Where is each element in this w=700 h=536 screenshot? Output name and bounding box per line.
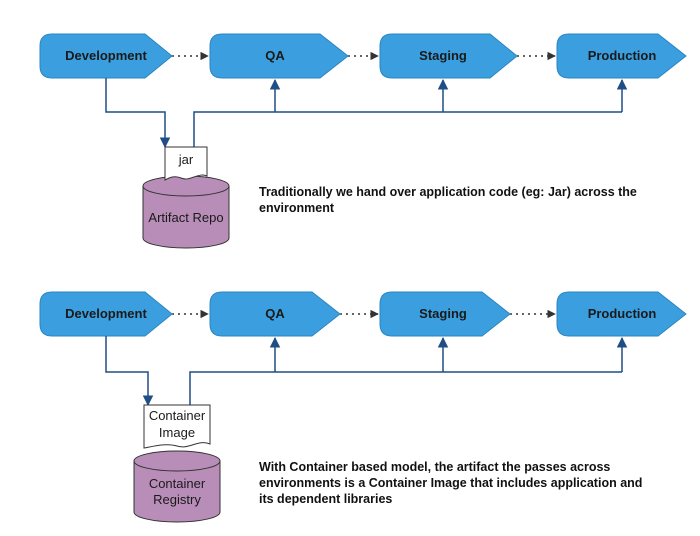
jar-document: jar: [164, 146, 208, 181]
stage-production: Production: [556, 33, 687, 79]
store-label: Artifact Repo: [148, 210, 223, 225]
stage-label: Development: [65, 48, 147, 63]
container-image-document: Container Image: [143, 404, 211, 449]
artifact-label-line1: Container: [149, 408, 206, 423]
stage-label: QA: [265, 306, 285, 321]
stage-qa: QA: [209, 291, 341, 337]
stage-label: Staging: [419, 48, 467, 63]
container-registry-cylinder: Container Registry: [133, 450, 221, 523]
stage-label: Staging: [419, 306, 467, 321]
store-label-line2: Registry: [153, 492, 201, 507]
artifact-repo-cylinder: Artifact Repo: [142, 175, 230, 249]
distribution-line: [189, 371, 622, 405]
top-diagram: Development QA Staging Production Artifa…: [39, 33, 687, 249]
distribution-line: [193, 111, 622, 147]
stage-development: Development: [39, 291, 173, 337]
artifact-label: jar: [178, 152, 194, 167]
arrow-dev-to-artifact: [105, 336, 154, 407]
stage-development: Development: [39, 33, 173, 79]
bottom-note: With Container based model, the artifact…: [259, 460, 643, 506]
stage-label: Production: [588, 306, 657, 321]
stage-staging: Staging: [379, 291, 511, 337]
stage-staging: Staging: [379, 33, 518, 79]
store-label-line1: Container: [149, 476, 206, 491]
stage-qa: QA: [209, 33, 349, 79]
artifact-label-line2: Image: [159, 425, 195, 440]
stage-label: QA: [265, 48, 285, 63]
bottom-diagram: Development QA Staging Production Contai…: [39, 291, 687, 523]
arrow-dev-to-artifact: [105, 78, 171, 149]
top-note: Traditionally we hand over application c…: [259, 185, 637, 215]
stage-production: Production: [556, 291, 687, 337]
stage-label: Development: [65, 306, 147, 321]
stage-label: Production: [588, 48, 657, 63]
